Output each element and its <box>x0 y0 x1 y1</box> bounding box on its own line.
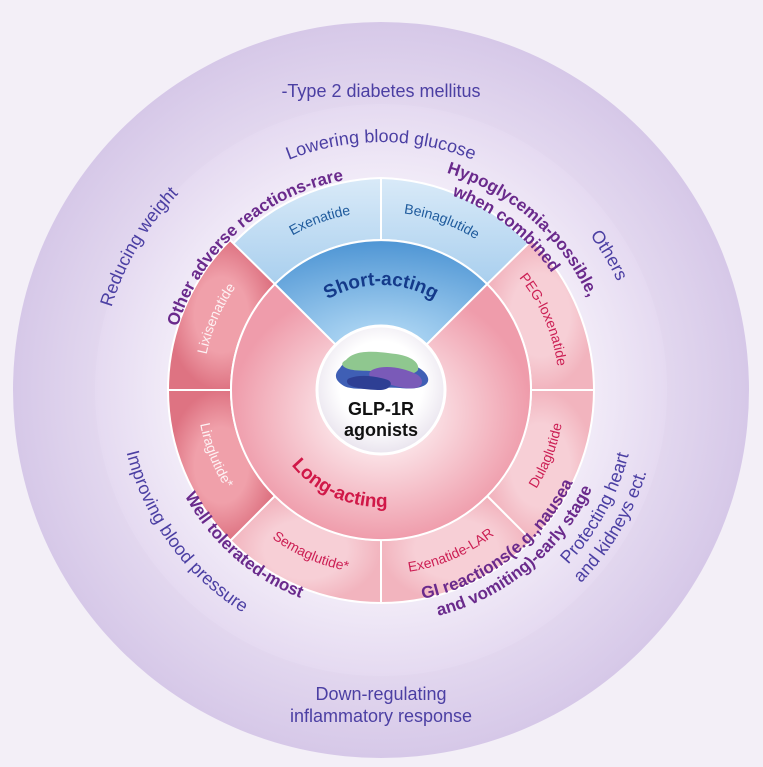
center-label-line1: GLP-1R <box>348 399 414 419</box>
glucose-label-line2: -Type 2 diabetes mellitus <box>281 81 480 101</box>
receptor-molecule-icon <box>335 351 429 390</box>
inflammatory-label-line2: inflammatory response <box>290 706 472 726</box>
inflammatory-label-line1: Down-regulating <box>315 684 446 704</box>
center-label-line2: agonists <box>344 420 418 440</box>
